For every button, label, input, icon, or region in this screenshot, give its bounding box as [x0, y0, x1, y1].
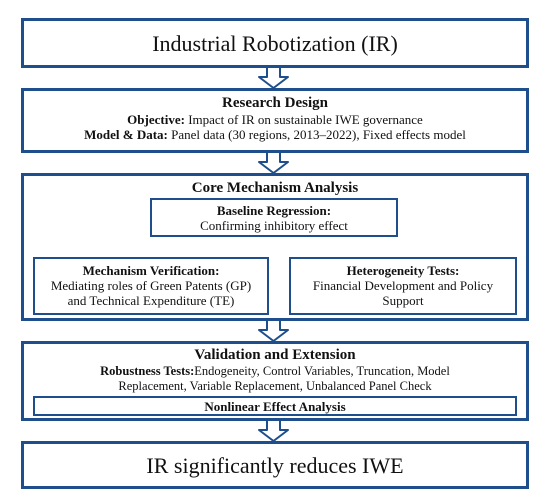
mechanism-line-1: Mediating roles of Green Patents (GP)	[50, 278, 252, 293]
mechanism-verification-box: Mechanism Verification: Mediating roles …	[33, 257, 269, 315]
baseline-text: Confirming inhibitory effect	[200, 218, 348, 233]
baseline-regression-box: Baseline Regression: Confirming inhibito…	[150, 198, 398, 237]
research-design-box: Research Design Objective: Impact of IR …	[21, 88, 529, 153]
heterogeneity-line-2: Support	[382, 293, 424, 308]
research-design-title: Research Design	[222, 95, 328, 111]
conclusion-title: IR significantly reduces IWE	[146, 453, 404, 478]
mechanism-line-2: and Technical Expenditure (TE)	[67, 293, 235, 308]
mechanism-title: Mechanism Verification:	[82, 263, 220, 278]
validation-title: Validation and Extension	[194, 347, 356, 363]
hollow-arrow-4	[258, 419, 289, 442]
robustness-text-1: Endogeneity, Control Variables, Truncati…	[194, 364, 450, 378]
nonlinear-effect-box: Nonlinear Effect Analysis	[33, 396, 517, 416]
hollow-arrow-1	[258, 66, 289, 89]
nonlinear-title: Nonlinear Effect Analysis	[204, 399, 346, 414]
hollow-arrow-3	[258, 319, 289, 342]
objective-text: Impact of IR on sustainable IWE governan…	[188, 112, 423, 127]
conclusion-box: IR significantly reduces IWE	[21, 441, 529, 489]
robustness-line-2: Replacement, Variable Replacement, Unbal…	[118, 378, 432, 393]
model-text: Panel data (30 regions, 2013–2022), Fixe…	[171, 127, 466, 142]
objective-label: Objective:	[127, 112, 185, 127]
core-mechanism-title: Core Mechanism Analysis	[191, 180, 359, 196]
ir-title: Industrial Robotization (IR)	[152, 31, 398, 56]
ir-box: Industrial Robotization (IR)	[21, 18, 529, 68]
baseline-title: Baseline Regression:	[216, 203, 332, 218]
robustness-line-1: Robustness Tests:Endogeneity, Control Va…	[24, 364, 526, 379]
heterogeneity-line-1: Financial Development and Policy	[312, 278, 494, 293]
model-label: Model & Data:	[84, 127, 168, 142]
heterogeneity-tests-box: Heterogeneity Tests: Financial Developme…	[289, 257, 517, 315]
robustness-label: Robustness Tests:	[100, 364, 195, 378]
model-line: Model & Data: Panel data (30 regions, 20…	[24, 127, 526, 142]
objective-line: Objective: Impact of IR on sustainable I…	[24, 112, 526, 127]
heterogeneity-title: Heterogeneity Tests:	[346, 263, 460, 278]
hollow-arrow-2	[258, 151, 289, 174]
